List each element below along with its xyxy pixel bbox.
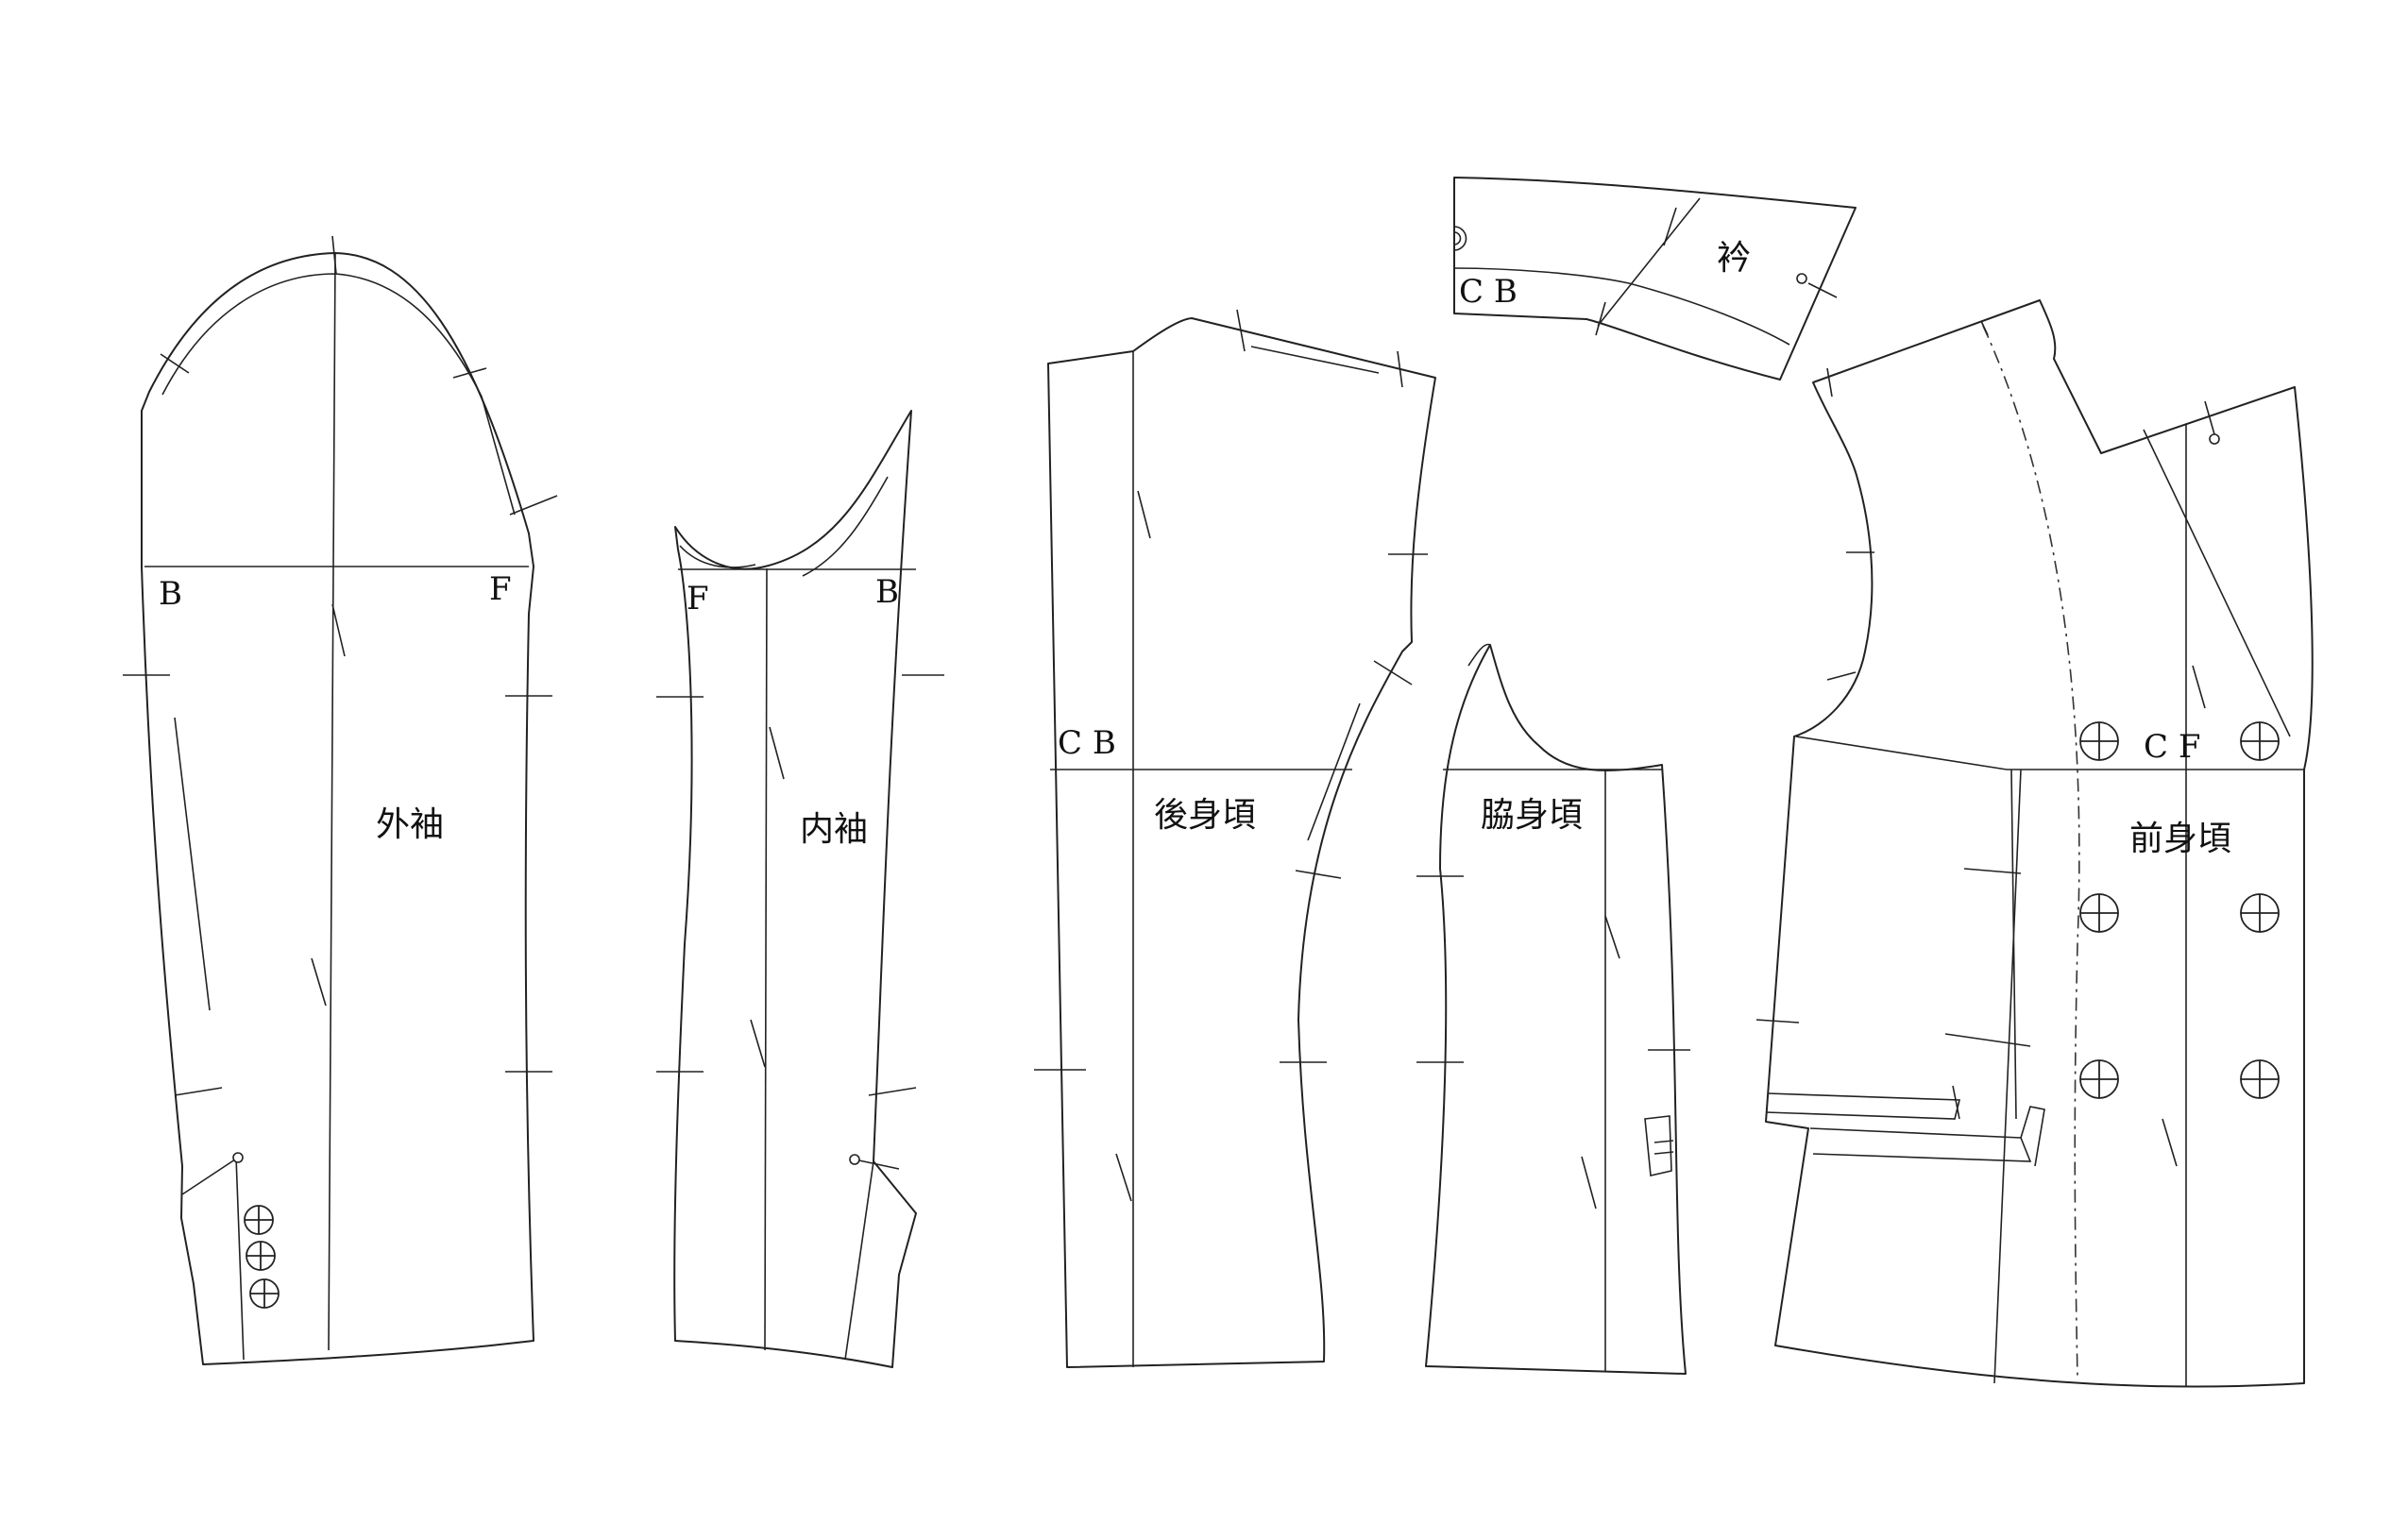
sleeve-button-1 bbox=[244, 1205, 274, 1235]
inner-sleeve-label: 内袖 bbox=[800, 810, 868, 849]
front-body-label: 前身頃 bbox=[2129, 820, 2231, 858]
front-button-1 bbox=[2079, 721, 2119, 761]
outer-sleeve-b-mark: B bbox=[159, 575, 182, 613]
inner-sleeve-b-mark: B bbox=[875, 573, 899, 611]
back-body-piece: C B 後身頃 bbox=[1034, 309, 1436, 1368]
front-button-6 bbox=[2240, 1059, 2280, 1099]
front-button-4 bbox=[2240, 893, 2280, 933]
collar-piece: C B 衿 bbox=[1453, 177, 1857, 381]
back-body-cb-mark: C B bbox=[1058, 724, 1116, 762]
sleeve-button-3 bbox=[249, 1278, 280, 1309]
side-body-piece: 脇身頃 bbox=[1416, 643, 1690, 1375]
inner-sleeve-piece: F B 内袖 bbox=[656, 410, 944, 1368]
collar-label: 衿 bbox=[1717, 239, 1751, 278]
front-body-cf-mark: C F bbox=[2144, 728, 2200, 766]
sleeve-button-2 bbox=[246, 1241, 276, 1271]
outer-sleeve-label: 外袖 bbox=[376, 805, 444, 844]
side-body-label: 脇身頃 bbox=[1481, 796, 1583, 835]
front-button-3 bbox=[2079, 893, 2119, 933]
back-body-label: 後身頃 bbox=[1154, 796, 1256, 835]
outer-sleeve-f-mark: F bbox=[489, 570, 512, 608]
front-body-piece: C F 前身頃 bbox=[1755, 299, 2314, 1388]
front-button-5 bbox=[2079, 1059, 2119, 1099]
inner-sleeve-f-mark: F bbox=[687, 580, 709, 618]
outer-sleeve-piece: B F 外袖 bbox=[123, 235, 558, 1365]
collar-cb-mark: C B bbox=[1459, 273, 1518, 311]
front-button-2 bbox=[2240, 721, 2280, 761]
